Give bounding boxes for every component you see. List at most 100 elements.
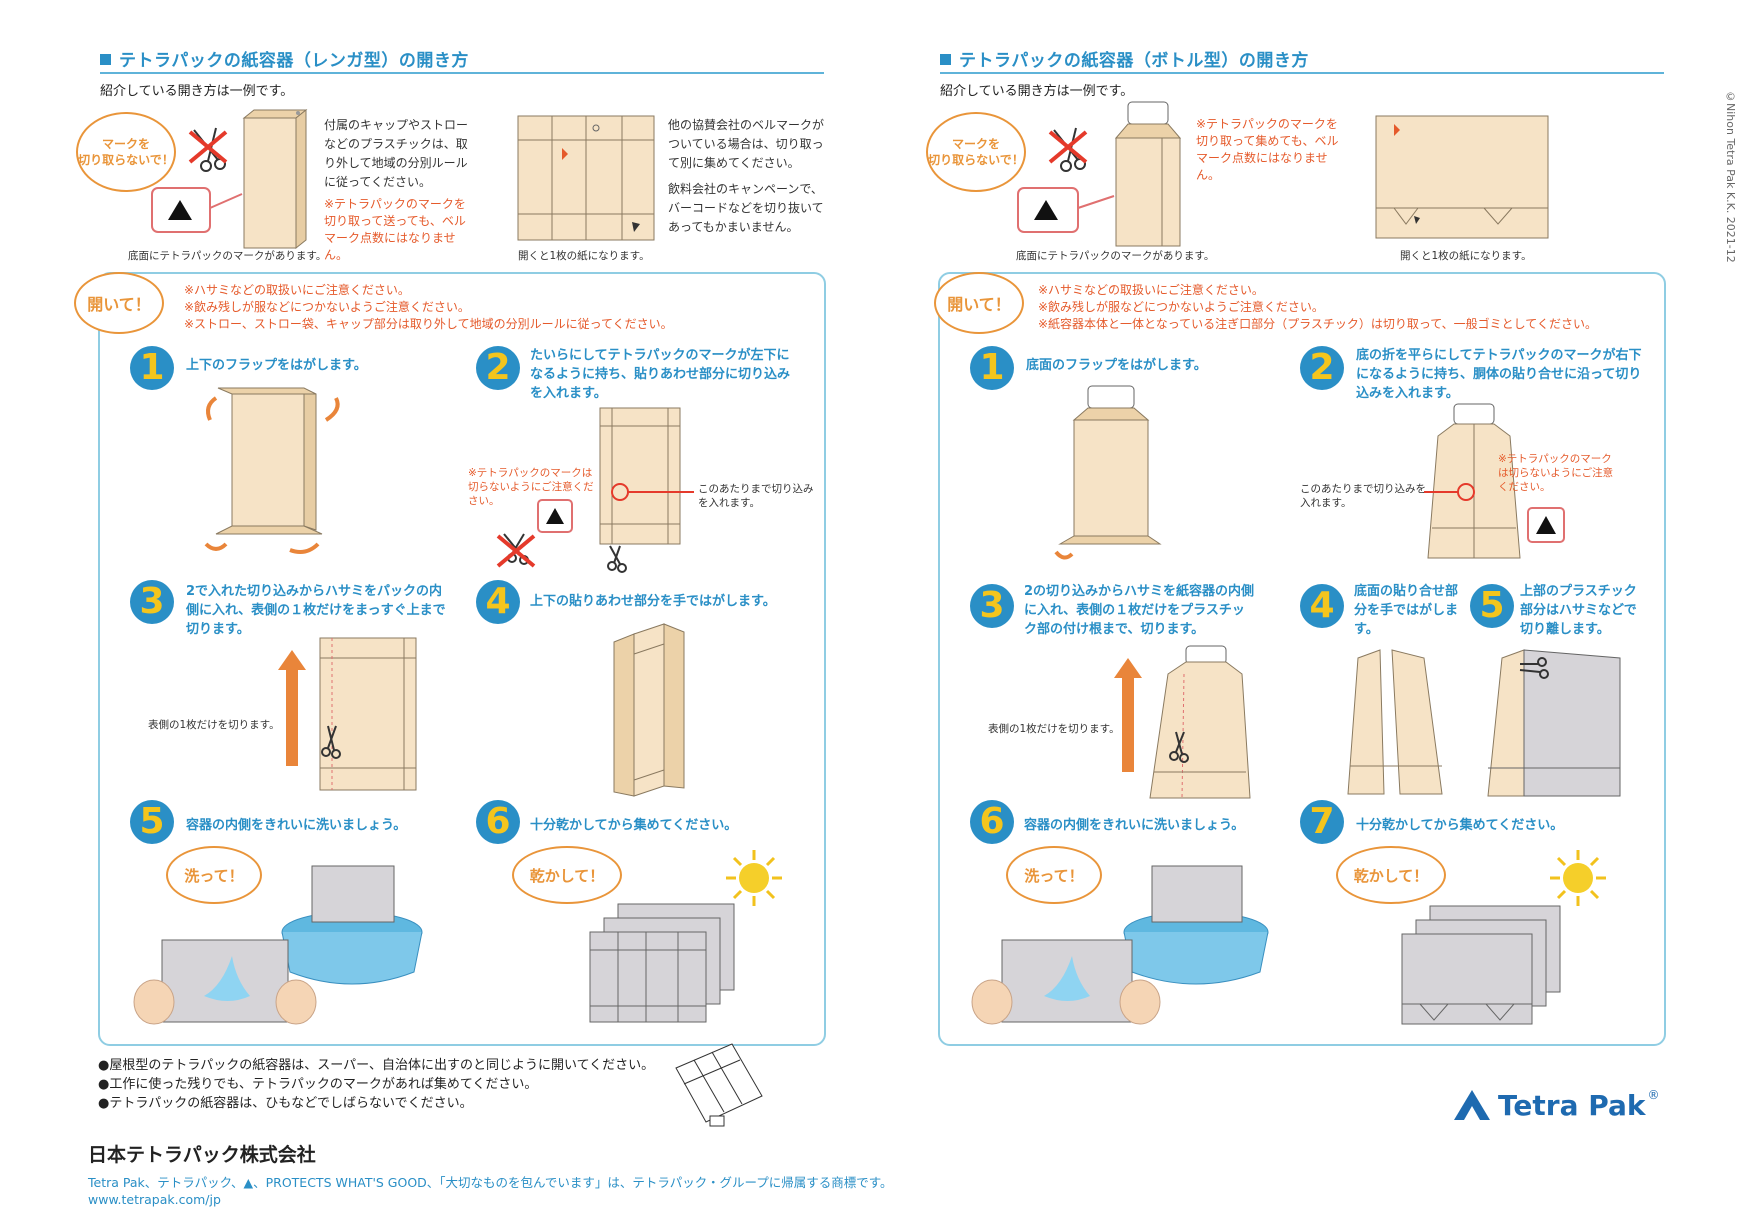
left-drying-sheets-illustration: [589, 903, 735, 1023]
right-washing-illustration: [971, 865, 1269, 1025]
right-step-5-number: 5: [1470, 584, 1514, 628]
right-step-1-number: 1: [970, 346, 1014, 390]
copyright: ©Nihon Tetra Pak K.K. 2021-12: [1724, 90, 1737, 263]
left-warn-bellmark: ※テトラパックのマークを切り取って送っても、ベルマーク点数にはなりません。: [324, 197, 466, 262]
left-step-1-illustration: [204, 387, 340, 554]
left-step-2-text: たいらにしてテトラパックのマークが左下になるように持ち、貼りあわせ部分に切り込み…: [530, 348, 791, 401]
right-open-bubble: 開いて！: [934, 272, 1024, 334]
right-step-4-number: 4: [1300, 584, 1344, 628]
right-intro: 紹介している開き方は一例です。: [940, 84, 1134, 99]
left-step-3-illustration: [278, 637, 417, 791]
right-flat-caption: 開くと1枚の紙になります。: [1400, 250, 1532, 262]
right-step-2-number: 2: [1300, 346, 1344, 390]
right-step-7-text: 十分乾かしてから集めてください。: [1356, 818, 1564, 833]
left-intro: 紹介している開き方は一例です。: [100, 84, 294, 99]
right-step-2-note: このあたりまで切り込みを入れます。: [1300, 483, 1426, 509]
left-step-1-text: 上下のフラップをはがします。: [186, 358, 367, 373]
left-step-2-number: 2: [476, 346, 520, 390]
left-step-3-number: 3: [130, 580, 174, 624]
tetra-pak-logo-text: Tetra Pak: [1498, 1088, 1646, 1122]
right-step-1-text: 底面のフラップをはがします。: [1026, 358, 1207, 373]
left-open-bubble: 開いて！: [74, 272, 164, 334]
right-drying-sheets-illustration: [1401, 905, 1561, 1025]
right-flat-sheet-illustration: [1375, 115, 1549, 239]
left-caution-2: ※飲み残しが服などにつかないようご注意ください。: [184, 300, 470, 314]
right-cautions: ※ハサミなどの取扱いにご注意ください。 ※飲み残しが服などにつかないようご注意く…: [1038, 282, 1662, 333]
right-dry-bubble: 乾かして！: [1336, 846, 1446, 904]
tetra-pak-logo: Tetra Pak ®: [1452, 1088, 1660, 1122]
right-step-5-illustration: [1487, 649, 1621, 797]
left-step-5-number: 5: [130, 800, 174, 844]
left-step-6-number: 6: [476, 800, 520, 844]
left-step-4-illustration: [613, 623, 685, 797]
left-title: テトラパックの紙容器（レンガ型）の開き方: [100, 46, 469, 71]
right-bottom-caption: 底面にテトラパックのマークがあります。: [1016, 250, 1215, 262]
right-title: テトラパックの紙容器（ボトル型）の開き方: [940, 46, 1309, 71]
left-mark-bubble: マークを 切り取らないで！: [76, 112, 176, 192]
left-cautions: ※ハサミなどの取扱いにご注意ください。 ※飲み残しが服などにつかないようご注意く…: [184, 282, 824, 333]
bullet-3: ●テトラパックの紙容器は、ひもなどでしばらないでください。: [98, 1096, 473, 1111]
left-step-1-number: 1: [130, 346, 174, 390]
tetra-pak-logo-icon: [1454, 1090, 1490, 1120]
square-bullet-icon: [940, 54, 951, 65]
company-name: 日本テトラパック株式会社: [88, 1144, 316, 1166]
bullet-1: ●屋根型のテトラパックの紙容器は、スーパー、自治体に出すのと同じように開いてくだ…: [98, 1058, 655, 1073]
left-step-4-number: 4: [476, 580, 520, 624]
right-step-6-text: 容器の内側をきれいに洗いましょう。: [1024, 818, 1245, 833]
left-steps-panel: [98, 272, 826, 1046]
right-step-2-warn: ※テトラパックのマークは切らないようにご注意ください。: [1498, 453, 1614, 493]
left-step-2-illustration: [599, 407, 694, 573]
left-step-2-warn: ※テトラパックのマークは切らないようにご注意ください。: [468, 467, 594, 507]
bullet-list: ●屋根型のテトラパックの紙容器は、スーパー、自治体に出すのと同じように開いてくだ…: [98, 1056, 748, 1113]
left-flat-caption: 開くと1枚の紙になります。: [518, 250, 650, 262]
sun-icon: [726, 850, 782, 906]
left-caution-3: ※ストロー、ストロー袋、キャップ部分は取り外して地域の分別ルールに従ってください…: [184, 317, 673, 331]
right-step-4-text: 底面の貼り合せ部分を手ではがします。: [1354, 584, 1459, 637]
right-step-1-illustration: [1054, 385, 1162, 560]
gable-carton-illustration: [675, 1043, 763, 1127]
right-caution-3: ※紙容器本体と一体となっている注ぎ口部分（プラスチック）は切り取って、一般ゴミと…: [1038, 317, 1597, 331]
no-scissors-icon: [1048, 127, 1088, 172]
website-link[interactable]: www.tetrapak.com/jp: [88, 1192, 221, 1207]
registered-mark: ®: [1647, 1088, 1660, 1102]
right-warn-bellmark: ※テトラパックのマークを切り取って集めても、ベルマーク点数にはなりません。: [1196, 117, 1339, 182]
left-title-rule: [100, 72, 824, 74]
right-title-rule: [940, 72, 1664, 74]
tetra-mark-callout: [151, 187, 243, 233]
right-step-7-number: 7: [1300, 800, 1344, 844]
right-step-2-mark-callout: [1527, 507, 1565, 543]
right-mark-bubble: マークを 切り取らないで！: [926, 112, 1026, 192]
left-bottom-caption: 底面にテトラパックのマークがあります。: [128, 250, 327, 262]
right-step-3-note: 表側の1枚だけを切ります。: [988, 723, 1120, 735]
trademark-notice: Tetra Pak、テトラパック、▲、PROTECTS WHAT'S GOOD、…: [88, 1175, 893, 1190]
right-step-4-illustration: [1347, 649, 1443, 795]
left-step-4-text: 上下の貼りあわせ部分を手ではがします。: [530, 594, 776, 609]
right-step-5-text: 上部のプラスチック部分はハサミなどで切り離します。: [1520, 584, 1637, 637]
left-step-5-text: 容器の内側をきれいに洗いましょう。: [186, 818, 407, 833]
right-step-2-illustration: [1424, 403, 1521, 559]
right-caution-2: ※飲み残しが服などにつかないようご注意ください。: [1038, 300, 1324, 314]
brick-carton-illustration: [242, 108, 308, 250]
left-step-2-note: このあたりまで切り込みを入れます。: [698, 483, 814, 509]
bullet-2: ●工作に使った残りでも、テトラパックのマークがあれば集めてください。: [98, 1077, 538, 1092]
left-step-3-text: 2で入れた切り込みからハサミをパックの内側に入れ、表側の１枚だけをまっすぐ上まで…: [186, 584, 446, 637]
left-step-3-note: 表側の1枚だけを切ります。: [148, 719, 280, 731]
left-washing-illustration: [133, 865, 423, 1025]
right-step-6-number: 6: [970, 800, 1014, 844]
right-step-3-text: 2の切り込みからハサミを紙容器の内側に入れ、表側の１枚だけをプラスチック部の付け…: [1024, 584, 1255, 637]
right-wash-bubble: 洗って！: [1006, 846, 1102, 904]
left-step-2-no-cut-mark: [496, 499, 573, 568]
left-note-campaign: 飲料会社のキャンペーンで、バーコードなどを切り抜いてあってもかまいません。: [668, 182, 824, 234]
square-bullet-icon: [100, 54, 111, 65]
right-caution-1: ※ハサミなどの取扱いにご注意ください。: [1038, 283, 1264, 297]
left-dry-bubble: 乾かして！: [512, 846, 622, 904]
no-scissors-icon: [188, 127, 228, 172]
right-step-3-illustration: [1114, 645, 1251, 799]
left-note-plastic: 付属のキャップやストローなどのプラスチックは、取り外して地域の分別ルールに従って…: [324, 118, 469, 189]
bottle-carton-illustration: [1114, 101, 1182, 247]
left-step-6-text: 十分乾かしてから集めてください。: [530, 818, 738, 833]
left-note-other-bellmark: 他の協賛会社のベルマークがついている場合は、切り取って別に集めてください。: [668, 118, 825, 170]
left-caution-1: ※ハサミなどの取扱いにご注意ください。: [184, 283, 410, 297]
right-steps-panel: [938, 272, 1666, 1046]
sun-icon: [1550, 850, 1606, 906]
